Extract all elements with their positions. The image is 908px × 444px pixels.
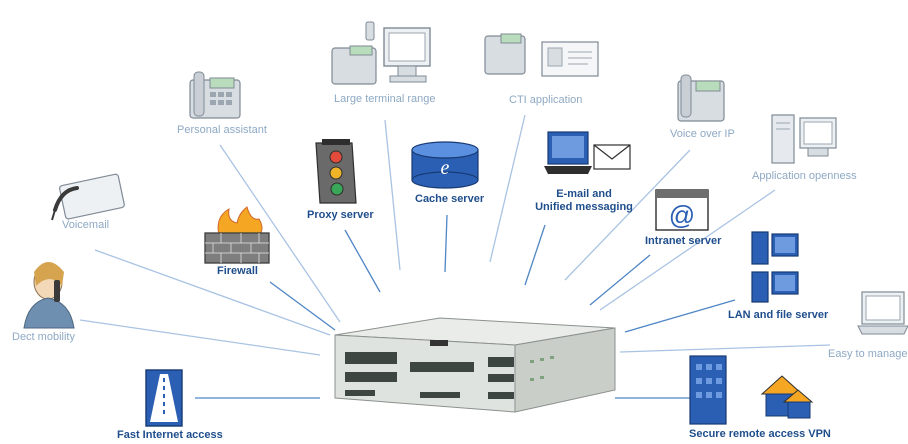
contact-card-icon	[541, 41, 599, 77]
person-with-phone-icon	[23, 262, 75, 329]
voice-over-ip-label: Voice over IP	[670, 128, 735, 140]
large-terminal-range-label: Large terminal range	[334, 93, 436, 105]
application-openness-label: Application openness	[752, 170, 857, 182]
laptop-icon	[544, 131, 592, 174]
connector-lines-dark	[195, 214, 736, 399]
voicemail-label: Voicemail	[62, 219, 110, 231]
monitor-icon	[799, 117, 837, 157]
email-label: E-mail and Unified messaging	[528, 188, 640, 214]
email-label-line1: E-mail and	[556, 188, 612, 200]
cti-application-label: CTI application	[509, 94, 583, 106]
road-icon	[145, 369, 183, 427]
server-tower-icon	[771, 114, 795, 164]
cache-cylinder-icon: e	[411, 141, 479, 189]
svg-text:e: e	[441, 157, 450, 179]
envelope-icon	[51, 173, 125, 221]
monitor-icon	[771, 233, 799, 295]
lan-file-server-label: LAN and file server	[728, 309, 829, 321]
desk-phone-icon	[331, 21, 377, 85]
central-switch	[334, 317, 616, 413]
svg-text:@: @	[669, 200, 695, 230]
fast-internet-label: Fast Internet access	[117, 429, 223, 441]
desk-phone-icon	[189, 71, 241, 119]
desk-phone-icon	[484, 33, 526, 75]
envelope-icon	[593, 144, 631, 170]
dect-mobility-label: Dect mobility	[12, 331, 75, 343]
traffic-light-icon	[315, 139, 357, 204]
easy-to-manage-label: Easy to manage	[828, 348, 908, 360]
laptop-icon	[857, 291, 908, 335]
monitor-icon	[383, 27, 431, 83]
desk-phone-icon	[677, 74, 725, 122]
firewall-label: Firewall	[217, 265, 258, 277]
house-icon	[760, 375, 814, 419]
email-label-line2: Unified messaging	[535, 201, 633, 213]
at-sign-icon: @	[655, 189, 709, 231]
personal-assistant-label: Personal assistant	[177, 124, 267, 136]
proxy-server-label: Proxy server	[307, 209, 374, 221]
intranet-server-label: Intranet server	[645, 235, 722, 247]
secure-vpn-label: Secure remote access VPN	[689, 428, 831, 440]
building-icon	[689, 355, 727, 425]
server-tower-icon	[751, 231, 769, 303]
cache-server-label: Cache server	[415, 193, 485, 205]
brick-wall-icon	[204, 206, 270, 264]
connector-lines	[79, 114, 831, 356]
